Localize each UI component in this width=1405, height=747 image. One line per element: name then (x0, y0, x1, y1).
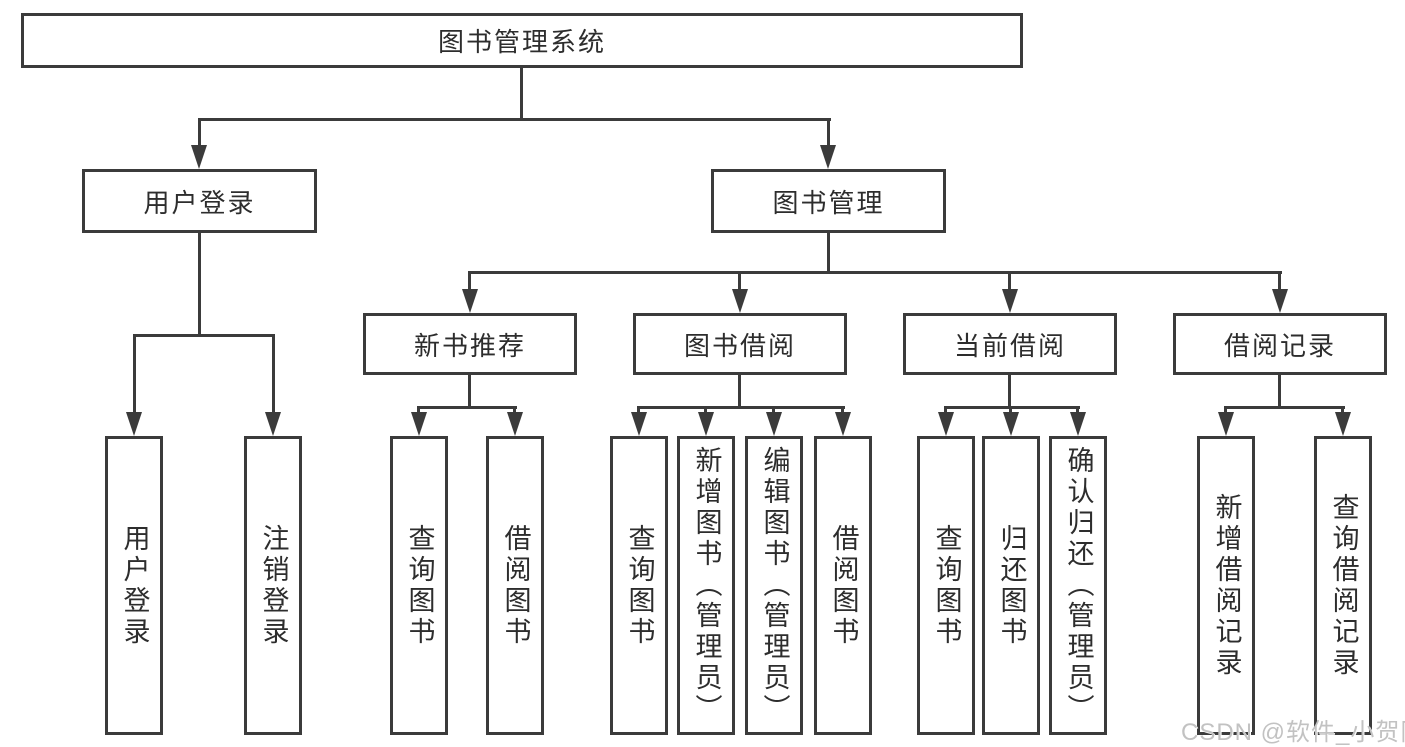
arrow-down-icon (191, 145, 207, 169)
connector-line (738, 271, 741, 293)
connector-line (468, 271, 471, 293)
node-label: 查询图书 (931, 523, 962, 648)
arrow-down-icon (462, 289, 478, 313)
csdn-watermark: CSDN @软件_小贺同学 (1181, 719, 1405, 746)
node-leaf-confirm-return-admin: 确认归还（管理员） (1049, 436, 1107, 735)
arrow-down-icon (1218, 412, 1234, 436)
node-leaf-add-book-admin: 新增图书（管理员） (677, 436, 735, 735)
node-label: 新书推荐 (413, 330, 526, 361)
node-leaf-user-login: 用户登录 (105, 436, 163, 735)
connector-line (1278, 375, 1281, 408)
node-leaf-recommend-query-books: 查询图书 (390, 436, 448, 735)
connector-line (272, 334, 275, 416)
node-book-management: 图书管理 (711, 169, 946, 233)
connector-line (827, 233, 830, 273)
arrow-down-icon (698, 412, 714, 436)
node-label: 用户登录 (143, 187, 256, 218)
node-label: 图书管理系统 (437, 27, 606, 57)
arrow-down-icon (1335, 412, 1351, 436)
arrow-down-icon (1272, 289, 1288, 313)
node-leaf-recommend-borrow-books: 借阅图书 (486, 436, 544, 735)
connector-line (133, 334, 136, 416)
connector-line (468, 271, 1282, 274)
node-label: 查询借阅记录 (1328, 492, 1359, 679)
connector-line (638, 406, 845, 409)
arrow-down-icon (835, 412, 851, 436)
arrow-down-icon (126, 412, 142, 436)
connector-line (198, 118, 831, 121)
arrow-down-icon (1002, 289, 1018, 313)
arrow-down-icon (411, 412, 427, 436)
connector-line (133, 334, 275, 337)
connector-line (198, 233, 201, 336)
node-system-root: 图书管理系统 (21, 13, 1023, 68)
arrow-down-icon (631, 412, 647, 436)
node-current-borrowing: 当前借阅 (903, 313, 1117, 375)
connector-line (738, 375, 741, 408)
node-label: 注销登录 (258, 523, 289, 648)
connector-line (468, 375, 471, 408)
node-label: 借阅图书 (828, 523, 859, 648)
node-label: 当前借阅 (953, 330, 1066, 361)
node-label: 新增图书（管理员） (691, 446, 722, 725)
node-label: 查询图书 (404, 523, 435, 648)
arrow-down-icon (1003, 412, 1019, 436)
connector-line (944, 406, 1080, 409)
arrow-down-icon (265, 412, 281, 436)
arrow-down-icon (507, 412, 523, 436)
connector-line (1008, 375, 1011, 408)
connector-line (1008, 271, 1011, 293)
node-label: 归还图书 (996, 523, 1027, 648)
arrow-down-icon (732, 289, 748, 313)
node-label: 借阅图书 (500, 523, 531, 648)
connector-line (520, 68, 523, 118)
connector-line (1224, 406, 1345, 409)
node-leaf-return-book: 归还图书 (982, 436, 1040, 735)
node-label: 图书管理 (772, 187, 885, 218)
connector-line (198, 118, 201, 150)
node-leaf-edit-book-admin: 编辑图书（管理员） (745, 436, 803, 735)
arrow-down-icon (938, 412, 954, 436)
arrow-down-icon (1070, 412, 1086, 436)
arrow-down-icon (820, 145, 836, 169)
node-label: 确认归还（管理员） (1063, 446, 1094, 725)
node-leaf-borrow-query-books: 查询图书 (610, 436, 668, 735)
node-leaf-borrow-books: 借阅图书 (814, 436, 872, 735)
node-label: 图书借阅 (683, 330, 796, 361)
node-label: 新增借阅记录 (1211, 492, 1242, 679)
connector-line (827, 118, 830, 150)
node-label: 用户登录 (119, 523, 150, 648)
connector-line (1278, 271, 1281, 293)
connector-line (418, 406, 517, 409)
node-leaf-current-query-books: 查询图书 (917, 436, 975, 735)
node-label: 查询图书 (624, 523, 655, 648)
node-leaf-logout: 注销登录 (244, 436, 302, 735)
node-label: 编辑图书（管理员） (759, 446, 790, 725)
arrow-down-icon (766, 412, 782, 436)
node-new-book-recommend: 新书推荐 (363, 313, 577, 375)
node-leaf-query-borrow-record: 查询借阅记录 (1314, 436, 1372, 735)
node-borrowing-records: 借阅记录 (1173, 313, 1387, 375)
node-leaf-add-borrow-record: 新增借阅记录 (1197, 436, 1255, 735)
node-book-borrowing: 图书借阅 (633, 313, 847, 375)
node-user-login: 用户登录 (82, 169, 317, 233)
node-label: 借阅记录 (1223, 330, 1336, 361)
